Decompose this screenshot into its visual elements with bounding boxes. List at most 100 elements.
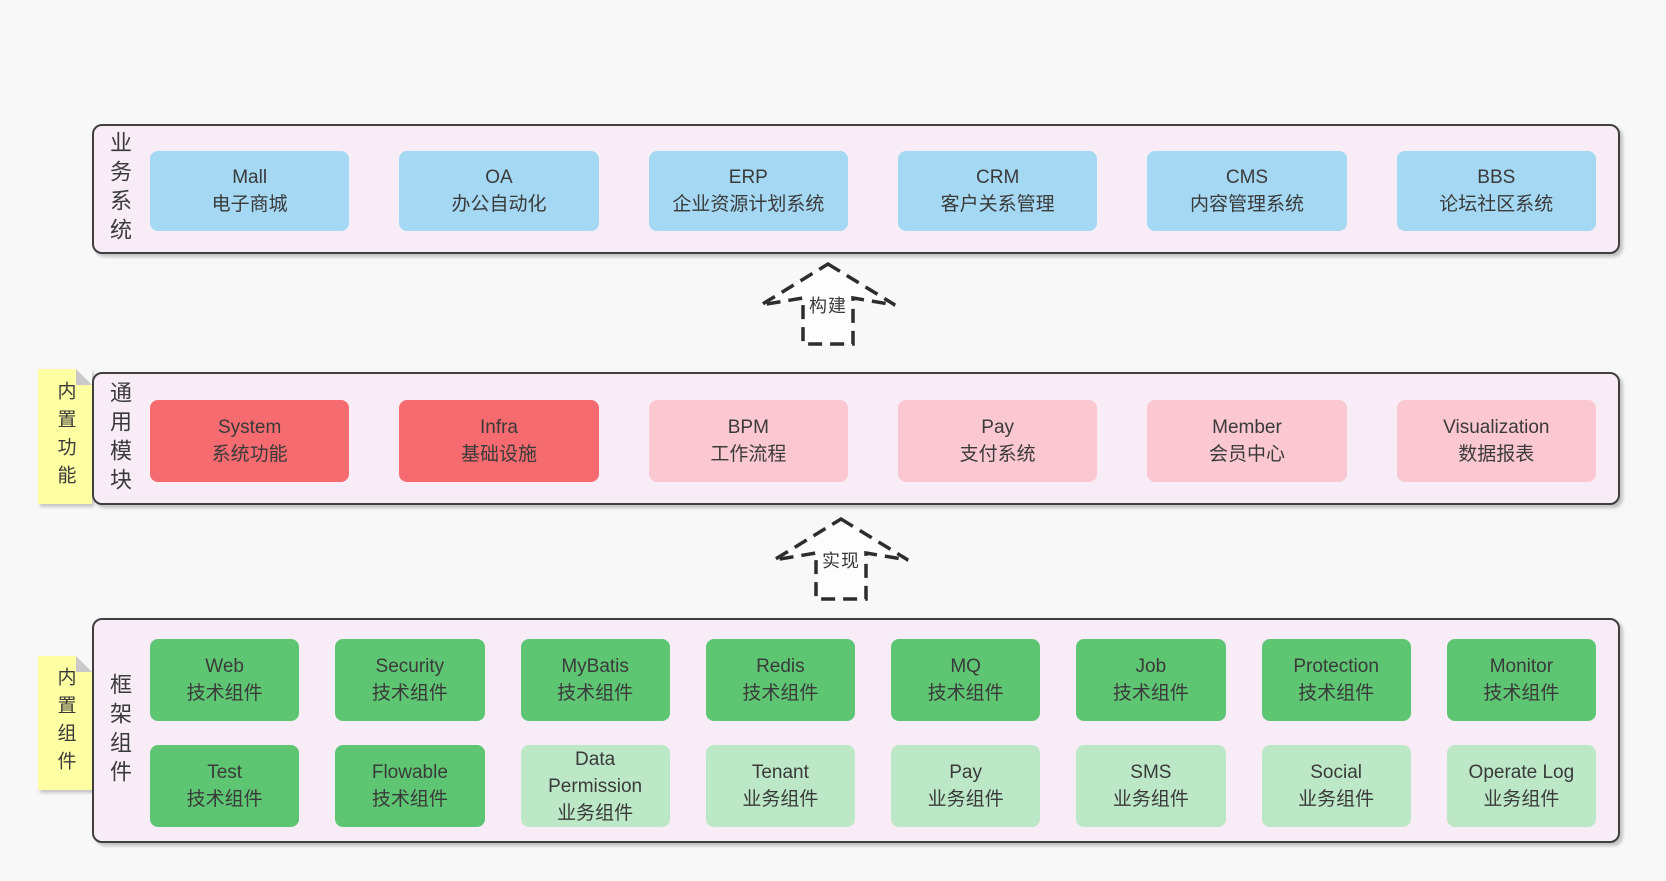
- arrow-implement-label: 实现: [819, 547, 863, 573]
- box-subtitle: 技术组件: [1298, 683, 1375, 704]
- box-title: Redis: [756, 656, 805, 677]
- box-title: Member: [1212, 417, 1282, 438]
- box-subtitle: 技术组件: [186, 789, 263, 810]
- common-boxes-row: System 系统功能 Infra 基础设施 BPM 工作流程 Pay 支付系统…: [150, 400, 1596, 482]
- box-subtitle: 技术组件: [186, 683, 263, 704]
- box-subtitle: 企业资源计划系统: [672, 194, 825, 215]
- box-infra: Infra 基础设施: [399, 400, 599, 482]
- box-title: Mall: [232, 167, 268, 188]
- box-title: Monitor: [1489, 656, 1554, 677]
- framework-row-1: Web 技术组件 Security 技术组件 MyBatis 技术组件 Redi…: [150, 639, 1596, 721]
- box-subtitle: 技术组件: [742, 683, 819, 704]
- box-title: MQ: [950, 656, 981, 677]
- box-subtitle: 工作流程: [710, 444, 787, 465]
- box-subtitle: 基础设施: [460, 444, 537, 465]
- box-title: Protection: [1293, 656, 1379, 677]
- box-crm: CRM 客户关系管理: [897, 151, 1098, 231]
- box-title: Test: [207, 762, 243, 783]
- arrow-build: 构建: [758, 261, 898, 347]
- box-title: SMS: [1130, 762, 1172, 783]
- box-subtitle: 业务组件: [1112, 789, 1189, 810]
- box-redis: Redis 技术组件: [705, 639, 855, 721]
- box-subtitle: 技术组件: [1112, 683, 1189, 704]
- layer-label-business: 业务系统: [107, 131, 132, 247]
- arrow-build-label: 构建: [806, 292, 850, 318]
- box-subtitle: 技术组件: [371, 683, 448, 704]
- box-mybatis: MyBatis 技术组件: [520, 639, 670, 721]
- box-data-permission: Data Permission 业务组件: [520, 745, 670, 827]
- box-title: BBS: [1477, 167, 1516, 188]
- arrow-implement: 实现: [771, 516, 911, 602]
- box-flowable: Flowable 技术组件: [335, 745, 485, 827]
- box-subtitle: 系统功能: [211, 444, 288, 465]
- box-oa: OA 办公自动化: [399, 151, 599, 231]
- box-title: Web: [205, 656, 244, 677]
- box-operate-log: Operate Log 业务组件: [1446, 745, 1596, 827]
- box-title: CMS: [1225, 167, 1269, 188]
- box-cms: CMS 内容管理系统: [1147, 151, 1347, 231]
- box-subtitle: 办公自动化: [451, 194, 547, 215]
- layer-label-framework: 框架组件: [107, 672, 132, 789]
- sticky-note-text: 内置功能: [54, 380, 76, 493]
- box-subtitle: 业务组件: [927, 789, 1004, 810]
- box-social: Social 业务组件: [1261, 745, 1411, 827]
- box-pay-module: Pay 支付系统: [897, 400, 1098, 482]
- box-subtitle: 业务组件: [742, 789, 819, 810]
- box-subtitle: 技术组件: [557, 683, 634, 704]
- box-bbs: BBS 论坛社区系统: [1396, 151, 1596, 231]
- layer-business-systems: 业务系统 Mall 电子商城 OA 办公自动化 ERP 企业资源计划系统 CRM…: [92, 124, 1620, 254]
- box-visualization: Visualization 数据报表: [1396, 400, 1596, 482]
- box-subtitle: 客户关系管理: [940, 194, 1055, 215]
- box-subtitle: 业务组件: [1298, 789, 1375, 810]
- box-protection: Protection 技术组件: [1261, 639, 1411, 721]
- box-title: Infra: [479, 417, 518, 438]
- box-title: MyBatis: [561, 656, 629, 677]
- box-title: Operate Log: [1468, 762, 1575, 783]
- box-title: Visualization: [1443, 417, 1550, 438]
- sticky-note-builtin-features: 内置功能: [38, 369, 92, 504]
- layer-common-modules: 通用模块 System 系统功能 Infra 基础设施 BPM 工作流程 Pay…: [92, 372, 1620, 505]
- box-job: Job 技术组件: [1076, 639, 1226, 721]
- box-subtitle: 支付系统: [959, 444, 1036, 465]
- box-title: Security: [375, 656, 445, 677]
- layer-label-common: 通用模块: [107, 380, 132, 497]
- box-title: Social: [1310, 762, 1362, 783]
- sticky-note-text: 内置组件: [54, 667, 76, 779]
- box-web: Web 技术组件: [150, 639, 300, 721]
- box-title: Tenant: [751, 762, 809, 783]
- box-title: ERP: [728, 167, 768, 188]
- box-subtitle: 数据报表: [1458, 444, 1535, 465]
- business-boxes-row: Mall 电子商城 OA 办公自动化 ERP 企业资源计划系统 CRM 客户关系…: [150, 151, 1596, 231]
- box-mall: Mall 电子商城: [150, 151, 350, 231]
- box-subtitle: 技术组件: [1483, 683, 1560, 704]
- box-sms: SMS 业务组件: [1076, 745, 1226, 827]
- box-member: Member 会员中心: [1147, 400, 1347, 482]
- box-title: Data Permission: [548, 748, 643, 797]
- box-bpm: BPM 工作流程: [648, 400, 848, 482]
- box-system: System 系统功能: [150, 400, 350, 482]
- box-erp: ERP 企业资源计划系统: [648, 151, 848, 231]
- box-pay-component: Pay 业务组件: [891, 745, 1041, 827]
- box-tenant: Tenant 业务组件: [705, 745, 855, 827]
- layer-framework-components: 框架组件 Web 技术组件 Security 技术组件 MyBatis 技术组件…: [92, 618, 1620, 843]
- box-title: System: [217, 417, 282, 438]
- box-title: BPM: [727, 417, 769, 438]
- box-title: OA: [485, 167, 513, 188]
- box-security: Security 技术组件: [335, 639, 485, 721]
- box-subtitle: 电子商城: [211, 194, 288, 215]
- box-subtitle: 业务组件: [557, 802, 634, 824]
- box-subtitle: 技术组件: [927, 683, 1004, 704]
- box-subtitle: 技术组件: [371, 789, 448, 810]
- framework-row-2: Test 技术组件 Flowable 技术组件 Data Permission …: [150, 745, 1596, 827]
- box-subtitle: 业务组件: [1483, 789, 1560, 810]
- box-subtitle: 论坛社区系统: [1439, 194, 1554, 215]
- box-test: Test 技术组件: [150, 745, 300, 827]
- box-title: Pay: [949, 762, 982, 783]
- box-title: CRM: [976, 167, 1020, 188]
- box-title: Job: [1135, 656, 1167, 677]
- box-title: Flowable: [371, 762, 448, 783]
- box-monitor: Monitor 技术组件: [1446, 639, 1596, 721]
- box-subtitle: 会员中心: [1208, 444, 1285, 465]
- box-subtitle: 内容管理系统: [1189, 194, 1304, 215]
